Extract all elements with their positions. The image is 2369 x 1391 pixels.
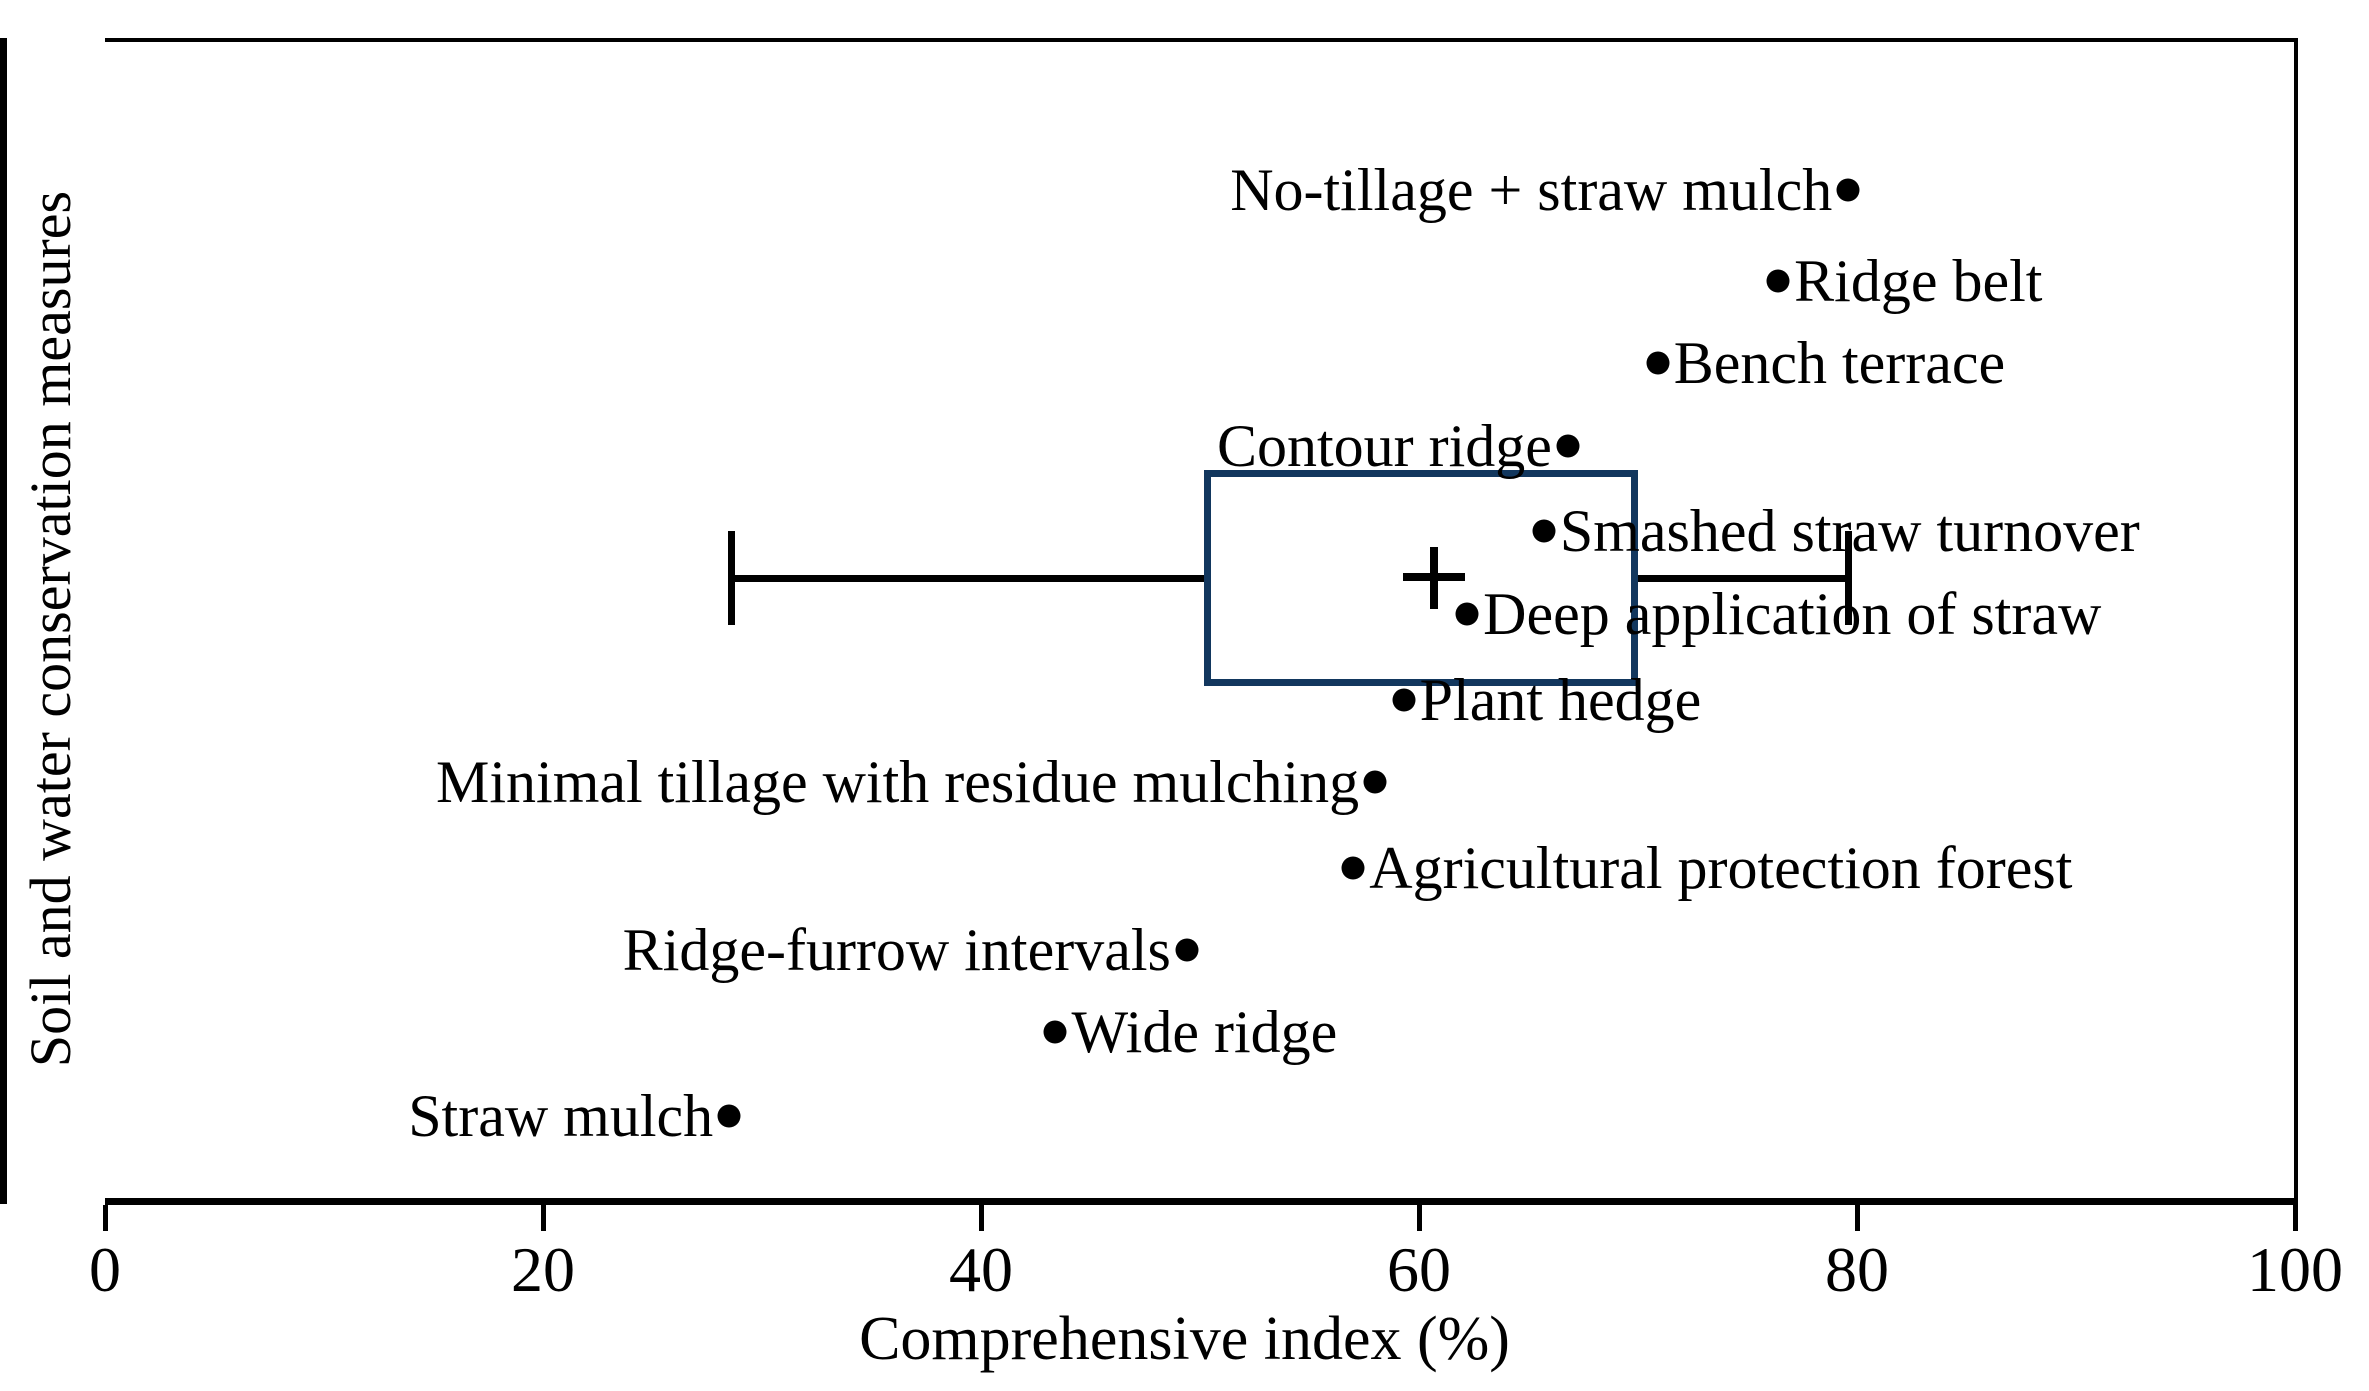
data-point — [1175, 938, 1199, 962]
lower-whisker-cap — [728, 531, 736, 625]
mean-marker — [1403, 547, 1466, 609]
x-tick — [1855, 1205, 1860, 1231]
x-tick — [541, 1205, 546, 1231]
data-point — [1455, 602, 1479, 626]
x-tick — [1417, 1205, 1422, 1231]
data-point-label: Straw mulch — [408, 1083, 714, 1149]
data-point-label: Contour ridge — [1216, 413, 1552, 479]
lower-whisker-line — [731, 575, 1205, 582]
x-tick-label: 40 — [949, 1234, 1013, 1305]
data-point-label: Wide ridge — [1071, 999, 1338, 1065]
upper-whisker-cap — [1845, 531, 1853, 625]
upper-whisker-line — [1638, 575, 1849, 582]
data-point-label: Minimal tillage with residue mulching — [436, 749, 1360, 815]
data-point — [1043, 1020, 1067, 1044]
x-axis-line — [105, 1198, 2298, 1205]
x-tick-label: 80 — [1825, 1234, 1889, 1305]
x-tick — [979, 1205, 984, 1231]
x-axis-title: Comprehensive index (%) — [859, 1305, 1510, 1373]
data-point-label: Deep application of straw — [1483, 581, 2102, 647]
x-tick-label: 100 — [2247, 1234, 2343, 1305]
data-point — [1766, 269, 1790, 293]
y-axis-title: Soil and water conservation measures — [18, 190, 83, 1068]
data-point — [1646, 351, 1670, 375]
x-tick-label: 20 — [511, 1234, 575, 1305]
data-point — [1392, 688, 1416, 712]
data-point — [1341, 856, 1365, 880]
x-tick-label: 60 — [1387, 1234, 1451, 1305]
data-point-label: Smashed straw turnover — [1559, 498, 2140, 564]
x-tick-label: 0 — [89, 1234, 121, 1305]
data-point — [717, 1104, 741, 1128]
data-point-label: Plant hedge — [1419, 667, 1702, 733]
data-point-label: Bench terrace — [1673, 330, 2006, 396]
y-axis-line — [0, 38, 7, 1204]
plot-frame-right — [2294, 38, 2298, 1204]
data-point-label: Agricultural protection forest — [1369, 835, 2073, 901]
data-point-label: Ridge belt — [1794, 248, 2043, 314]
x-tick — [103, 1205, 108, 1231]
data-point — [1836, 178, 1860, 202]
data-point-label: Ridge-furrow intervals — [622, 917, 1171, 983]
data-point-label: No-tillage + straw mulch — [1230, 157, 1833, 223]
x-tick — [2293, 1205, 2298, 1231]
mean-marker-vertical — [1430, 547, 1439, 609]
box-iqr — [1204, 470, 1638, 686]
data-point — [1556, 434, 1580, 458]
data-point — [1532, 519, 1556, 543]
plot-frame-top — [105, 38, 2298, 42]
data-point — [1363, 770, 1387, 794]
